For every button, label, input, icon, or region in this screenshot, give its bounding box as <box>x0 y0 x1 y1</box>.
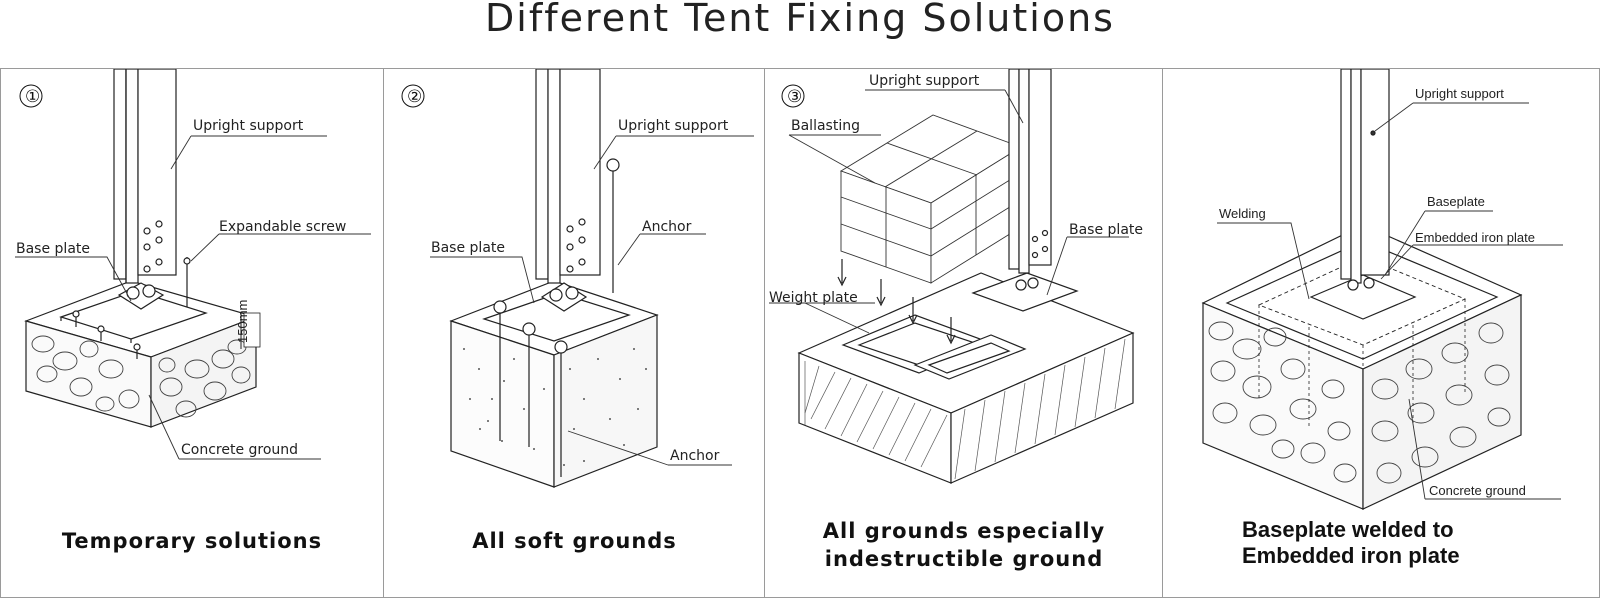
label-upright: Upright support <box>618 118 729 134</box>
panel-indestructible-ground: ③ Upright support Ballasting Base plate … <box>764 69 1163 597</box>
label-anchor: Anchor <box>642 219 692 235</box>
diagram-soft-grounds: ② Upright support Anchor Base plate Anch… <box>401 69 754 488</box>
label-base-plate: Base plate <box>1069 222 1143 238</box>
dimension-label: 150mm <box>235 300 250 343</box>
panel-temporary: 150mm ① Upright support Base plate Expan… <box>1 69 383 597</box>
label-base-plate: Base plate <box>431 240 505 256</box>
label-embedded-iron-plate: Embedded iron plate <box>1415 230 1535 245</box>
label-upright: Upright support <box>193 118 304 134</box>
label-upright: Upright support <box>869 73 980 89</box>
panel-soft-grounds: ② Upright support Anchor Base plate Anch… <box>383 69 765 597</box>
caption-temporary: Temporary solutions <box>61 529 323 553</box>
diagram-welded-baseplate: Upright support Welding Baseplate Embedd… <box>1201 69 1563 510</box>
panel-welded-baseplate: Upright support Welding Baseplate Embedd… <box>1162 69 1600 597</box>
caption-indestructible-line2: indestructible ground <box>824 547 1104 571</box>
diagram-ballasting: ③ Upright support Ballasting Base plate … <box>769 69 1143 484</box>
label-base-plate: Base plate <box>16 241 90 257</box>
caption-indestructible-line1: All grounds especially <box>822 519 1106 543</box>
caption-welded-line2: Embedded iron plate <box>1242 543 1460 568</box>
panels-frame: 150mm ① Upright support Base plate Expan… <box>0 68 1600 598</box>
label-concrete-ground: Concrete ground <box>181 442 298 458</box>
step-number: ① <box>25 87 40 107</box>
label-expandable-screw: Expandable screw <box>219 219 346 235</box>
label-ballasting: Ballasting <box>791 118 860 134</box>
label-anchor-bottom: Anchor <box>670 448 720 464</box>
step-badge <box>401 84 425 108</box>
label-weight-plate: Weight plate <box>769 290 858 306</box>
page-title: Different Tent Fixing Solutions <box>485 0 1115 40</box>
label-baseplate: Baseplate <box>1427 194 1485 209</box>
label-upright: Upright support <box>1415 86 1504 101</box>
caption-soft-grounds: All soft grounds <box>472 529 677 553</box>
step-number: ② <box>407 87 422 107</box>
step-badge <box>781 84 805 108</box>
caption-welded-line1: Baseplate welded to <box>1242 517 1454 542</box>
label-concrete-ground: Concrete ground <box>1429 483 1526 498</box>
step-badge <box>19 84 43 108</box>
step-number: ③ <box>787 87 802 107</box>
label-welding: Welding <box>1219 206 1266 221</box>
diagram-temporary: 150mm ① Upright support Base plate Expan… <box>15 69 371 460</box>
